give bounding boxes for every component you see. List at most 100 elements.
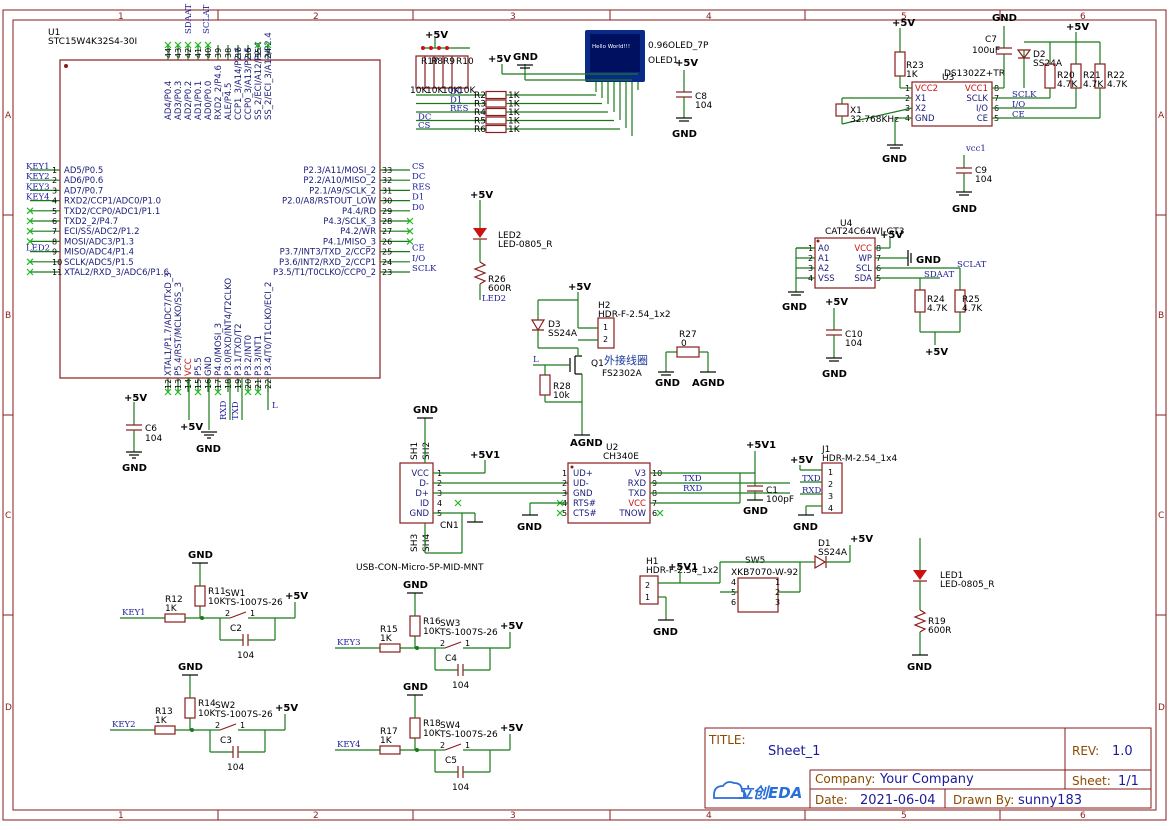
eeprom-pin-name: SDA [854, 274, 872, 284]
c1-gnd: GND [743, 506, 768, 517]
j1-vcc: +5V [790, 455, 813, 466]
led1-part: LED-0805_R [940, 580, 995, 590]
u1-pin-number: 43 [174, 48, 183, 58]
ch340-pin-number: 5 [562, 509, 567, 518]
sheet-label: Sheet: [1072, 774, 1111, 788]
oled-pullups[interactable]: +5V R17 R8 R9 R10 10K 10K 10K 10K [410, 30, 476, 96]
u1-pin-name: SS_2/ECI_3/A12/P2.4 [264, 32, 274, 120]
rtc-c7-val: 100uF [972, 46, 1000, 56]
led1-gnd: GND [907, 662, 932, 673]
rev-label: REV: [1072, 744, 1099, 758]
rtc-part: DS1302Z+TR [944, 69, 1005, 79]
oled-vcc-gnd: +5V GND [488, 52, 638, 81]
c10-capacitor[interactable]: +5V C10 104 GND [822, 297, 863, 380]
u1-pin-name: VCC [184, 358, 194, 376]
rtc-x1-val: 32.768KHz [850, 115, 899, 125]
coil-vcc: +5V [568, 282, 591, 293]
oled-ref: OLED1 [648, 56, 678, 66]
ch340-pin-name: CTS# [573, 509, 597, 519]
oled-series-resistor [485, 116, 507, 125]
u1-pin-net: KEY2 [26, 172, 50, 182]
u1-pin-number: 38 [224, 48, 233, 58]
u1-pin-name: GND [204, 356, 214, 376]
oled-module[interactable]: Hello World!!! 0.96OLED_7P OLED1 [585, 30, 709, 136]
u1-pin-name: P4.2/WR [340, 227, 376, 237]
ch340-net-txd: TXD [683, 474, 702, 484]
oled-series-resistor [485, 124, 507, 134]
u1-pin-name: P2.1/A9/SCLK_2 [309, 186, 376, 196]
power-switch[interactable]: 21 H1 HDR-F-2.54_1x2 +5V1 GND SW5 XKB707… [639, 534, 873, 638]
u1-pin-number: 35 [254, 48, 263, 58]
key-switch-lever [444, 743, 462, 751]
key-pullup-resistor [194, 585, 206, 607]
key-series-ref: R13 [155, 707, 173, 717]
key-vcc: +5V [500, 723, 523, 734]
led2-net: LED2 [482, 294, 506, 304]
u1-top-pins: 44AD4/P0.443AD3/P0.342AD2/P0.241AD1/P0.1… [164, 32, 274, 120]
oled-rv-4: 10K [458, 86, 476, 96]
c8-ref: C8 [695, 92, 707, 102]
col-5: 5 [901, 12, 907, 22]
key-cap-val: 104 [237, 651, 254, 661]
u1-pin-number: 36 [244, 48, 253, 58]
c8-vcc: +5V [675, 58, 698, 69]
oled-series-val: 1K [508, 91, 521, 101]
u1-pin-net: KEY4 [26, 193, 50, 203]
key-switch-ref: SW4 [440, 721, 461, 731]
eeprom-peripherals: GND +5V GND R24 4.7K R25 4.7K +5V SDAAT … [782, 230, 987, 358]
rtc-ref: U3 [942, 73, 954, 83]
u1-pin-name: TXD2_2/P4.7 [63, 217, 118, 227]
u1-pin-name: SS_2/ECI/A12/P2.4 [254, 42, 264, 120]
eeprom-pin-name: A2 [818, 264, 829, 274]
u1-pin-number: 9 [52, 248, 57, 257]
svg-text:2: 2 [775, 588, 780, 597]
col-5-bottom: 5 [901, 811, 907, 821]
led2-vcc: +5V [470, 190, 493, 201]
drawn-label: Drawn By: [953, 793, 1014, 807]
key-pullup-resistor [409, 717, 421, 739]
key-gnd: GND [178, 662, 203, 673]
row-a: A [5, 111, 12, 121]
svg-text:1: 1 [603, 323, 608, 332]
key-series-resistor [154, 725, 176, 735]
coil-driver[interactable]: +5V D3 SS24A 12 H2 HDR-F-2.54_1x2 L R28 … [530, 282, 671, 449]
eeprom-pin-name: A0 [818, 244, 829, 254]
c9-val: 104 [975, 175, 992, 185]
c8-capacitor[interactable]: +5V C8 104 GND [672, 58, 712, 140]
c6-vcc: +5V [124, 393, 147, 404]
u1-pin-net: DC [412, 172, 425, 182]
ch340-pin-name: UD- [573, 479, 589, 489]
c1-capacitor[interactable]: +5V1 C1 100pF GND [743, 440, 794, 517]
led2-circuit[interactable]: +5V LED2 LED-0805_R R26 600R LED2 [470, 190, 553, 304]
rtc-net-ce: CE [1012, 110, 1025, 120]
oled-r10: R10 [456, 57, 474, 67]
eeprom-pin-name: SCL [856, 264, 872, 274]
title-value: Sheet_1 [768, 744, 820, 759]
r27-resistor[interactable]: R27 0 GND AGND [655, 330, 725, 389]
col-4-bottom: 4 [706, 811, 712, 821]
eeprom-r25-val: 4.7K [962, 304, 983, 314]
col-6-bottom: 6 [1080, 811, 1086, 821]
u1-pin-number: 27 [382, 227, 392, 236]
usb-top-gnd: GND [413, 405, 438, 416]
ch340-pin-number: 6 [652, 509, 657, 518]
ch340-pin-name: V3 [635, 469, 646, 479]
led1-circuit[interactable]: LED1 LED-0805_R R19 600R GND [907, 538, 995, 673]
ch340-ref: U2 [606, 443, 618, 453]
key-vcc: +5V [285, 591, 308, 602]
u1-pin-net: I/O [412, 254, 425, 264]
key-switch-pin: 2 [225, 609, 230, 618]
c9-capacitor[interactable]: vcc1 C9 104 GND [952, 144, 992, 215]
c6-capacitor[interactable]: +5V C6 104 GND [122, 393, 162, 474]
